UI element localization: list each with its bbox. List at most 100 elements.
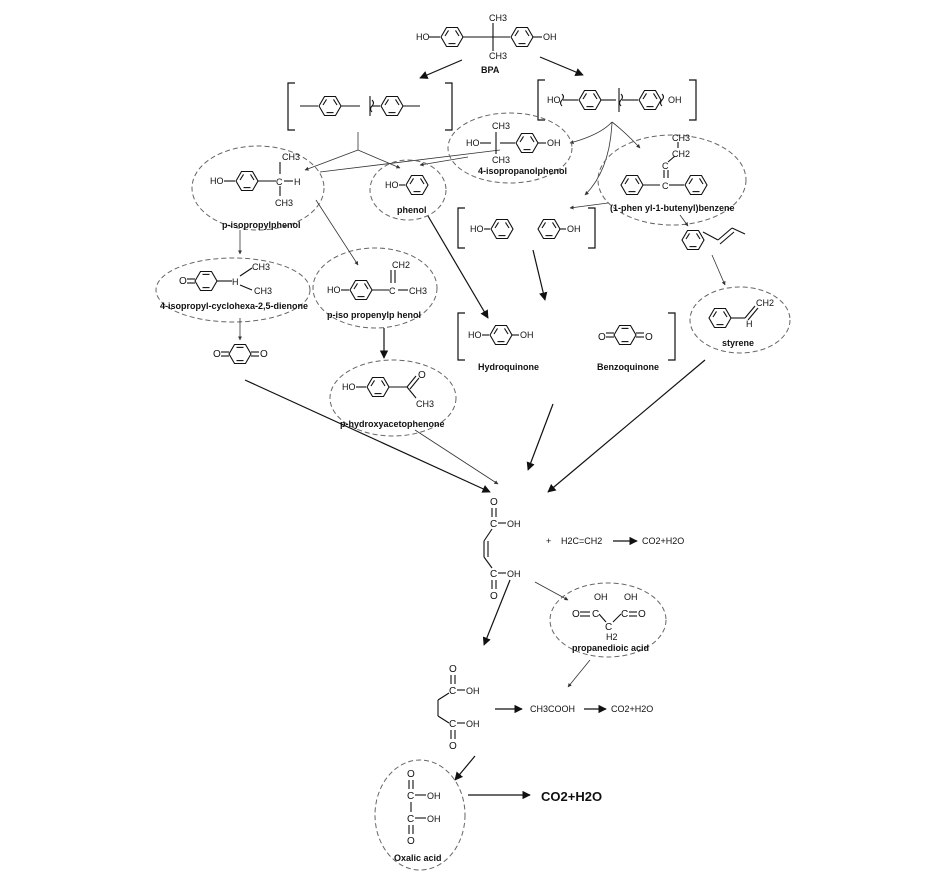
svg-text:C: C xyxy=(662,161,669,171)
svg-text:CH3: CH3 xyxy=(416,399,434,409)
styrene-oval xyxy=(689,286,791,354)
isopropenylphenol-label: p-iso propenylp henol xyxy=(327,310,421,320)
isopropenylphenol-oval xyxy=(312,247,438,329)
phenylbutenylbenzene-label: (1-phen yl-1-butenyl)benzene xyxy=(610,203,735,213)
quinone-bracket xyxy=(457,312,676,361)
svg-text:O: O xyxy=(407,769,415,780)
svg-text:C: C xyxy=(407,791,414,802)
cyclohexadienone-label: 4-isopropyl-cyclohexa-2,5-dienone xyxy=(160,301,308,311)
svg-text:CH3: CH3 xyxy=(489,13,507,23)
phenylbutenylbenzene-oval xyxy=(597,134,747,226)
svg-text:HO: HO xyxy=(468,330,482,340)
svg-text:C: C xyxy=(662,181,669,191)
radical-intermediate-right: HO OH xyxy=(537,79,697,121)
hydroxyacetophenone-label: p-hydroxyacetophenone xyxy=(340,419,445,429)
svg-text:CH2: CH2 xyxy=(756,298,774,308)
svg-text:CH3: CH3 xyxy=(409,286,427,296)
svg-text:OH: OH xyxy=(427,814,441,824)
propanedioic-acid-structure: OH OH O C C H2 C O xyxy=(572,592,646,642)
svg-text:CH2: CH2 xyxy=(672,149,690,159)
bpa-structure: HO CH3 CH3 OH xyxy=(416,13,557,61)
svg-text:O: O xyxy=(572,609,580,620)
svg-text:O: O xyxy=(449,741,457,752)
svg-text:O: O xyxy=(260,349,268,360)
succinic-acid-structure: O C OH C OH O xyxy=(437,664,480,752)
svg-text:C: C xyxy=(449,719,456,730)
svg-text:OH: OH xyxy=(427,791,441,801)
radical-intermediate-left xyxy=(287,82,453,131)
propenylbenzene-fragment xyxy=(681,227,746,251)
hydroquinone-label: Hydroquinone xyxy=(478,362,539,372)
svg-text:C: C xyxy=(621,609,628,620)
svg-text:H: H xyxy=(232,277,239,287)
svg-text:O: O xyxy=(490,591,498,602)
svg-text:OH: OH xyxy=(567,224,581,234)
svg-text:O: O xyxy=(213,349,221,360)
svg-text:C: C xyxy=(389,286,396,296)
oxalic-acid-oval xyxy=(374,759,466,871)
svg-text:CH3: CH3 xyxy=(282,152,300,162)
hydroxyacetophenone-oval xyxy=(329,359,457,437)
svg-text:OH: OH xyxy=(507,519,521,529)
svg-text:O: O xyxy=(418,370,426,381)
svg-text:CH3: CH3 xyxy=(492,155,510,165)
oxalic-acid-label: Oxalic acid xyxy=(394,853,442,863)
svg-text:HO: HO xyxy=(342,382,356,392)
svg-text:CH3: CH3 xyxy=(489,51,507,61)
cyclohexadienone-structure: O H CH3 CH3 xyxy=(179,262,272,296)
phenol-pair-bracket: HO OH xyxy=(457,207,596,249)
co2-h2o-final-product: CO2+H2O xyxy=(541,789,602,804)
svg-text:OH: OH xyxy=(594,592,608,602)
svg-text:HO: HO xyxy=(327,285,341,295)
phenol-label: phenol xyxy=(397,205,427,215)
svg-text:OH: OH xyxy=(466,719,480,729)
svg-text:H2: H2 xyxy=(606,632,618,642)
svg-text:OH: OH xyxy=(543,32,557,42)
benzoquinone-structure: O O xyxy=(598,324,653,346)
svg-text:CH3: CH3 xyxy=(252,262,270,272)
svg-text:CH3: CH3 xyxy=(672,133,690,143)
isopropanolphenol-structure: HO CH3 CH3 OH xyxy=(466,121,561,165)
svg-text:O: O xyxy=(645,332,653,343)
svg-text:C: C xyxy=(490,569,497,580)
svg-text:O: O xyxy=(449,664,457,675)
svg-text:C: C xyxy=(605,622,612,633)
svg-text:OH: OH xyxy=(668,95,682,105)
svg-text:O: O xyxy=(179,276,187,287)
svg-text:HO: HO xyxy=(385,180,399,190)
co2-h2o-product-2: CO2+H2O xyxy=(611,704,653,714)
isopropylphenol-structure: HO C CH3 CH3 H xyxy=(210,152,301,208)
svg-text:OH: OH xyxy=(520,330,534,340)
oxalic-acid-structure: O C OH C OH O xyxy=(407,769,441,847)
svg-text:CH3: CH3 xyxy=(492,121,510,131)
svg-text:C: C xyxy=(490,519,497,530)
svg-text:H: H xyxy=(294,177,301,187)
cyclohexadienone-oval xyxy=(155,257,311,323)
svg-text:HO: HO xyxy=(547,95,561,105)
co2-h2o-product-1: CO2+H2O xyxy=(642,536,684,546)
svg-text:HO: HO xyxy=(470,224,484,234)
svg-text:OH: OH xyxy=(624,592,638,602)
propanedioic-acid-label: propanedioic acid xyxy=(572,643,649,653)
phenylbutenylbenzene-structure: C C CH2 CH3 xyxy=(620,133,708,196)
plus-sign: + xyxy=(546,536,551,546)
svg-text:HO: HO xyxy=(416,32,430,42)
svg-text:C: C xyxy=(592,609,599,620)
benzoquinone-small-structure: O O xyxy=(213,343,268,365)
svg-text:C: C xyxy=(407,814,414,825)
isopropanolphenol-label: 4-isopropanolphenol xyxy=(478,166,567,176)
svg-text:C: C xyxy=(276,177,283,187)
benzoquinone-label: Benzoquinone xyxy=(597,362,659,372)
svg-text:C: C xyxy=(449,686,456,697)
svg-text:O: O xyxy=(638,609,646,620)
svg-text:CH3: CH3 xyxy=(254,286,272,296)
phenol-oval xyxy=(369,159,447,221)
svg-text:CH3: CH3 xyxy=(275,198,293,208)
svg-text:OH: OH xyxy=(507,569,521,579)
styrene-label: styrene xyxy=(722,338,754,348)
svg-text:OH: OH xyxy=(466,686,480,696)
isopropylphenol-label: p-isopropylphenol xyxy=(222,220,301,230)
svg-text:H: H xyxy=(746,319,753,329)
isopropylphenol-oval xyxy=(191,145,325,231)
